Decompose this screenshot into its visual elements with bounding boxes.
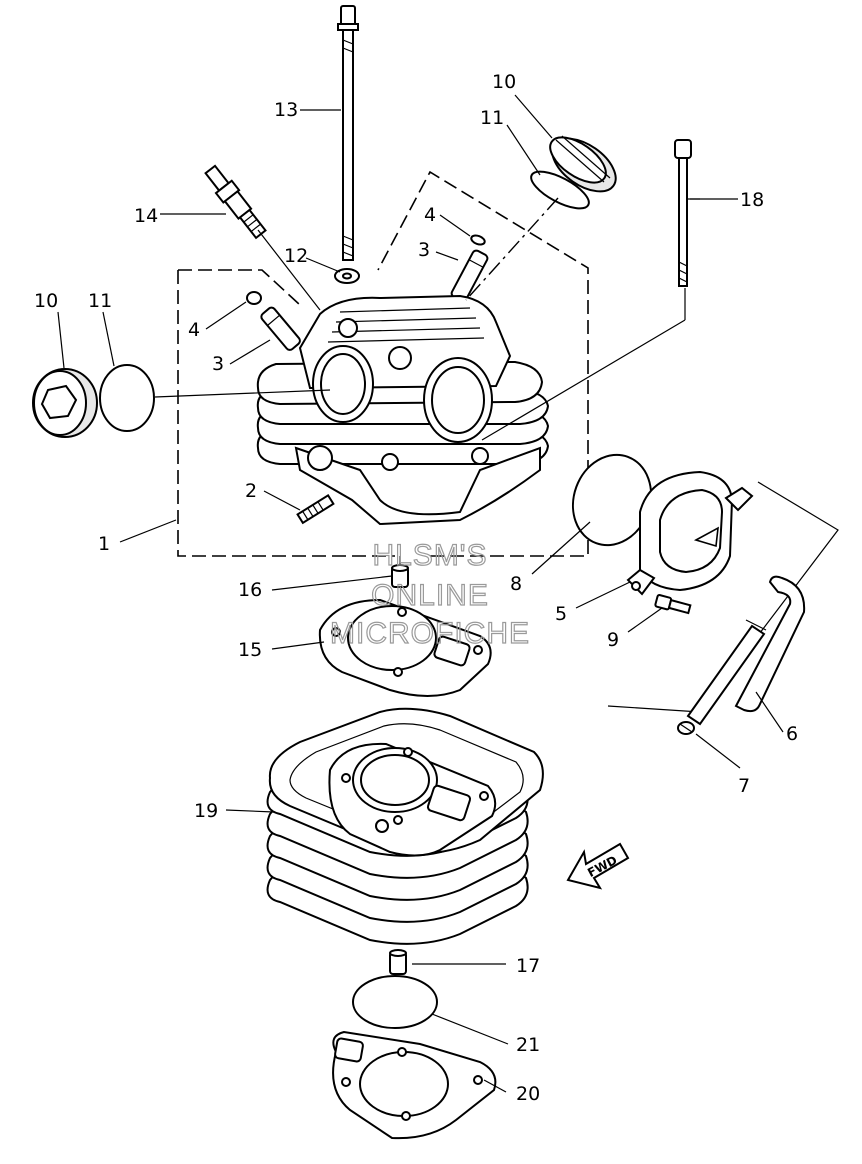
callout-1: 1 <box>98 533 110 555</box>
callout-3-lower: 3 <box>212 353 224 375</box>
part-7-hose-clip <box>677 721 695 735</box>
part-17-dowel-pin <box>389 949 407 975</box>
head-assembly-group-outline <box>177 170 589 557</box>
part-9-screw <box>654 594 692 615</box>
part-14-spark-plug <box>204 164 267 240</box>
watermark-line-2: ONLINE <box>371 579 489 612</box>
callout-8: 8 <box>510 573 522 595</box>
callout-10-left: 10 <box>34 290 58 312</box>
watermark: HLSM'S ONLINE MICROFICHE <box>329 538 530 650</box>
watermark-line-3: MICROFICHE <box>330 617 530 650</box>
callout-11-top: 11 <box>480 107 504 129</box>
part-21-o-ring <box>352 975 438 1029</box>
part-12-washer <box>334 268 360 284</box>
callout-4-upper: 4 <box>424 204 436 226</box>
watermark-line-1: HLSM'S <box>372 539 487 572</box>
callout-labels: 13 10 11 14 4 18 12 3 10 11 4 3 2 1 16 8… <box>34 71 798 1105</box>
callout-5: 5 <box>555 603 567 625</box>
part-4-seal-ring-upper <box>470 234 486 246</box>
part-20-base-gasket <box>332 1030 497 1140</box>
callout-15: 15 <box>238 639 262 661</box>
callout-4-lower: 4 <box>188 319 200 341</box>
callout-21: 21 <box>516 1034 540 1056</box>
leader-lines <box>57 94 784 1093</box>
breather-group-outline <box>607 481 839 713</box>
part-15-head-gasket <box>318 598 492 697</box>
callout-19: 19 <box>194 800 218 822</box>
callout-7: 7 <box>738 775 750 797</box>
callout-3-upper: 3 <box>418 239 430 261</box>
part-18-bolt <box>674 139 692 287</box>
part-13-stud-bolt <box>337 5 359 261</box>
callout-14: 14 <box>134 205 158 227</box>
part-19-cylinder <box>266 707 544 945</box>
part-5-joint-cover <box>626 470 754 596</box>
callout-17: 17 <box>516 955 540 977</box>
callout-13: 13 <box>274 99 298 121</box>
part-3-valve-guide-upper <box>450 249 489 303</box>
callout-11-left: 11 <box>88 290 112 312</box>
callout-2: 2 <box>245 480 257 502</box>
part-4-seal-ring-lower <box>246 291 262 305</box>
callout-10-top: 10 <box>492 71 516 93</box>
part-2-stud-bolt <box>296 493 335 525</box>
part-3-valve-guide-lower <box>260 306 301 351</box>
fwd-direction-arrow: FWD <box>566 842 630 890</box>
callout-18: 18 <box>740 189 764 211</box>
part-6-breather-hose <box>686 575 806 726</box>
part-1-cylinder-head <box>256 294 550 526</box>
callout-6: 6 <box>786 723 798 745</box>
callout-20: 20 <box>516 1083 540 1105</box>
callout-9: 9 <box>607 629 619 651</box>
part-11-o-ring-left <box>99 364 155 432</box>
callout-16: 16 <box>238 579 262 601</box>
part-11-o-ring-top <box>530 170 590 210</box>
callout-12: 12 <box>284 245 308 267</box>
part-10-tappet-cover-top <box>549 135 617 193</box>
part-10-tappet-cover-left <box>32 368 98 438</box>
